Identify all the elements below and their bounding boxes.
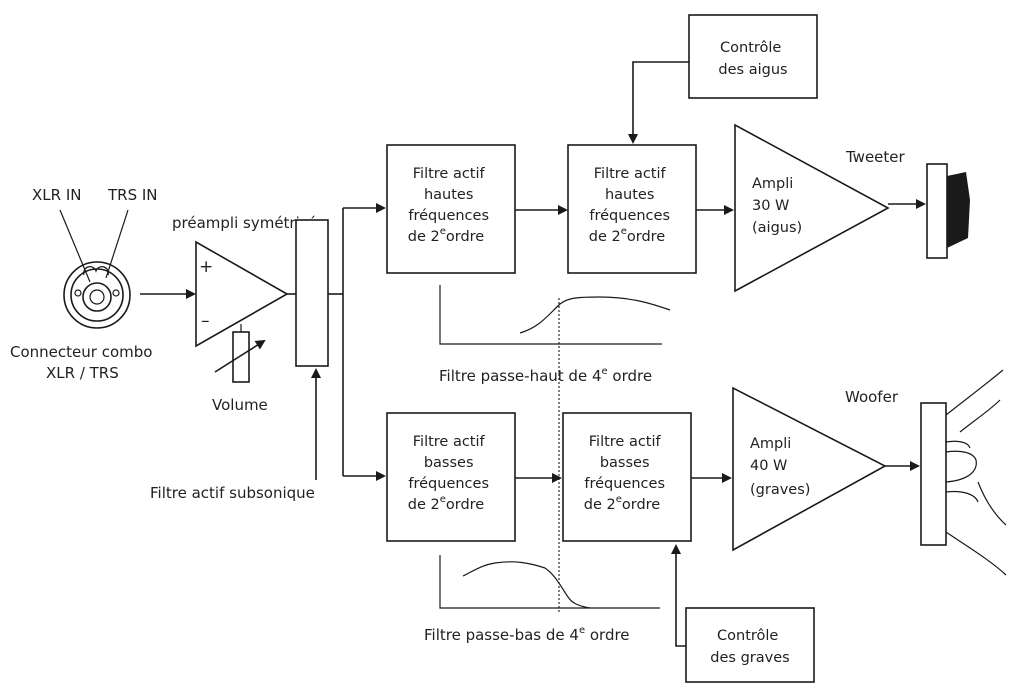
woofer-label: Woofer [845,388,899,406]
subsonic-label: Filtre actif subsonique [150,484,315,502]
high-filter-1-block [386,144,516,274]
xlr-pointer-line [59,209,91,283]
preamp-label: préampli symétrisé [172,214,317,232]
tweeter-amp-triangle [734,123,890,293]
woofer-speaker-icon [920,369,1007,576]
subsonic-filter-block [295,219,329,367]
volume-label: Volume [212,396,268,414]
xlr-in-label: XLR IN [32,186,81,204]
high-filter-2-text: Filtre actif hautes fréquences de 2eordr… [589,166,675,245]
combo-connector [63,261,131,329]
bass-control-block [685,607,815,683]
volume-potentiometer [214,324,266,383]
treble-control-arrow [628,61,689,144]
lowpass-response-graph [439,555,660,609]
tweeter-amp-text: Ampli 30 W (aigus) [752,176,802,236]
high-filter-1-text: Filtre actif hautes fréquences de 2eordr… [408,166,494,245]
woofer-amp-triangle [732,386,887,552]
connector-label-line1: Connecteur combo [10,343,152,361]
low-filter-2-text: Filtre actif basses fréquences de 2eordr… [584,434,670,513]
connector-label-line2: XLR / TRS [46,364,119,382]
highpass-response-graph [439,285,671,345]
preamp-triangle [195,240,289,348]
tweeter-speaker-icon [926,163,970,259]
preamp-plus: + [199,257,213,277]
high-filter-2-block [567,144,697,274]
low-filter-1-block [386,412,516,542]
lowpass-response-label: Filtre passe-bas de 4e ordre [424,625,630,644]
trs-in-label: TRS IN [107,186,158,204]
woofer-amp-text: Ampli 40 W (graves) [750,436,810,498]
low-filter-1-text: Filtre actif basses fréquences de 2eordr… [408,434,494,513]
bass-control-text: Contrôle des graves [710,628,789,666]
preamp-minus: – [201,311,210,331]
trs-pointer-line [105,209,129,279]
bass-control-arrow [671,544,686,647]
highpass-response-label: Filtre passe-haut de 4e ordre [439,366,652,385]
tweeter-label: Tweeter [845,148,906,166]
treble-control-text: Contrôle des aigus [718,40,787,78]
treble-control-block [688,14,818,99]
low-filter-2-block [562,412,692,542]
